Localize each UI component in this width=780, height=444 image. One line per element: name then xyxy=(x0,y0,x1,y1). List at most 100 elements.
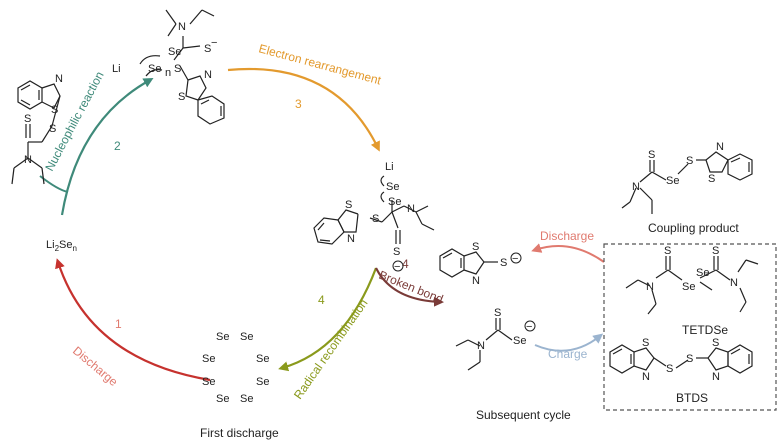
svg-text:Li: Li xyxy=(112,63,121,75)
arrow-step-2 xyxy=(60,78,154,216)
li2sen-species: Li2Sen xyxy=(46,239,77,253)
coupling-product-atoms: S N Se S N S xyxy=(632,141,724,193)
products-box xyxy=(603,243,777,411)
svg-text:S: S xyxy=(686,353,693,365)
svg-text:−: − xyxy=(394,261,400,273)
svg-text:N: N xyxy=(24,154,32,166)
reactant-molecule xyxy=(11,80,61,185)
svg-text:S: S xyxy=(345,199,352,211)
step-3-number: 3 xyxy=(295,97,302,111)
reactant-atoms: N S S S N xyxy=(24,73,63,166)
step-4b-number: 4 xyxy=(318,293,325,307)
diethyldithiocarbamoselenoate-atoms: S N Se − xyxy=(477,307,536,352)
btds-molecule xyxy=(609,344,753,374)
step-1-number: 1 xyxy=(115,317,122,331)
coupling-product-label: Coupling product xyxy=(648,221,739,235)
svg-text:S: S xyxy=(178,91,185,103)
right-intermediate xyxy=(313,175,435,245)
svg-text:S: S xyxy=(664,245,671,257)
svg-text:S: S xyxy=(472,241,479,253)
discharge-label-right: Discharge xyxy=(540,229,594,243)
svg-text:N: N xyxy=(407,203,415,215)
btds-atoms: S N S S S N xyxy=(642,337,720,383)
svg-text:S: S xyxy=(642,337,649,349)
tetdse-label: TETDSe xyxy=(682,323,728,337)
svg-text:S: S xyxy=(204,43,211,55)
svg-text:Se: Se xyxy=(256,353,269,365)
arrow-charge-subsequent xyxy=(534,333,604,352)
step-4a-label: Broken bond xyxy=(377,268,445,306)
svg-text:S: S xyxy=(49,123,56,135)
svg-text:N: N xyxy=(55,73,63,85)
svg-text:N: N xyxy=(472,275,480,287)
coupling-product xyxy=(621,151,753,214)
svg-text:Se: Se xyxy=(386,181,399,193)
benzothiazole-thiolate xyxy=(439,248,498,278)
svg-text:Se: Se xyxy=(513,335,526,347)
svg-text:S: S xyxy=(648,149,655,161)
svg-text:N: N xyxy=(712,371,720,383)
first-discharge-label: First discharge xyxy=(200,426,279,440)
svg-text:Li: Li xyxy=(385,161,394,173)
step-4b-label: Radical recombination xyxy=(291,296,371,401)
svg-text:N: N xyxy=(642,371,650,383)
svg-text:N: N xyxy=(716,141,724,153)
svg-text:S: S xyxy=(24,113,31,125)
svg-text:S: S xyxy=(51,104,58,116)
step-4a-number: 4 xyxy=(402,257,409,271)
svg-text:Se: Se xyxy=(168,46,181,58)
top-intermediate-atoms: N Se S − Li Se n S N S xyxy=(112,21,217,103)
tetdse-atoms: S N Se Se S N xyxy=(646,245,738,293)
svg-text:Se: Se xyxy=(202,376,215,388)
svg-text:−: − xyxy=(211,37,217,49)
svg-text:N: N xyxy=(204,69,212,81)
svg-text:Se: Se xyxy=(682,281,695,293)
svg-text:S: S xyxy=(174,63,181,75)
svg-text:S: S xyxy=(708,173,715,185)
step-2-number: 2 xyxy=(114,139,121,153)
step-3-label: Electron rearrangement xyxy=(257,41,383,87)
svg-text:N: N xyxy=(646,281,654,293)
diethyldithiocarbamoselenoate xyxy=(455,318,513,371)
svg-text:S: S xyxy=(712,245,719,257)
step-1-label: Discharge xyxy=(70,344,121,390)
svg-text:Se: Se xyxy=(240,393,253,405)
svg-text:−: − xyxy=(526,321,532,333)
svg-text:Se: Se xyxy=(388,196,401,208)
svg-text:S: S xyxy=(500,257,507,269)
arrow-step-4-broken-bond xyxy=(375,267,444,307)
arrow-step-3 xyxy=(227,67,380,152)
right-intermediate-atoms: Li Se Se N S S N S − xyxy=(345,161,415,273)
svg-text:Se: Se xyxy=(696,267,709,279)
top-intermediate xyxy=(139,9,225,125)
svg-text:Se: Se xyxy=(216,331,229,343)
svg-text:S: S xyxy=(712,337,719,349)
arrow-discharge-subsequent xyxy=(531,243,605,263)
arrow-step-1 xyxy=(55,258,211,382)
btds-label: BTDS xyxy=(676,391,708,405)
svg-text:Li2Sen: Li2Sen xyxy=(46,239,77,253)
svg-text:Se: Se xyxy=(148,63,161,75)
svg-text:S: S xyxy=(686,155,693,167)
svg-text:Se: Se xyxy=(666,175,679,187)
svg-text:N: N xyxy=(347,233,355,245)
arrow-step-2-branch xyxy=(39,175,69,193)
svg-text:Se: Se xyxy=(216,393,229,405)
svg-text:n: n xyxy=(165,67,171,79)
benzothiazole-thiolate-atoms: S N S − xyxy=(472,241,522,287)
svg-text:N: N xyxy=(632,181,640,193)
svg-text:N: N xyxy=(178,21,186,33)
charge-label-right: Charge xyxy=(548,347,588,361)
tetdse-molecule xyxy=(625,256,759,315)
svg-text:Se: Se xyxy=(240,331,253,343)
svg-text:Se: Se xyxy=(256,376,269,388)
svg-text:S: S xyxy=(393,246,400,258)
se8-ring: Se Se Se Se Se Se Se Se xyxy=(202,331,269,405)
svg-text:−: − xyxy=(512,253,518,265)
svg-text:S: S xyxy=(372,213,379,225)
svg-text:S: S xyxy=(666,363,673,375)
subsequent-cycle-label: Subsequent cycle xyxy=(476,408,571,422)
svg-text:S: S xyxy=(494,307,501,319)
svg-text:N: N xyxy=(477,340,485,352)
